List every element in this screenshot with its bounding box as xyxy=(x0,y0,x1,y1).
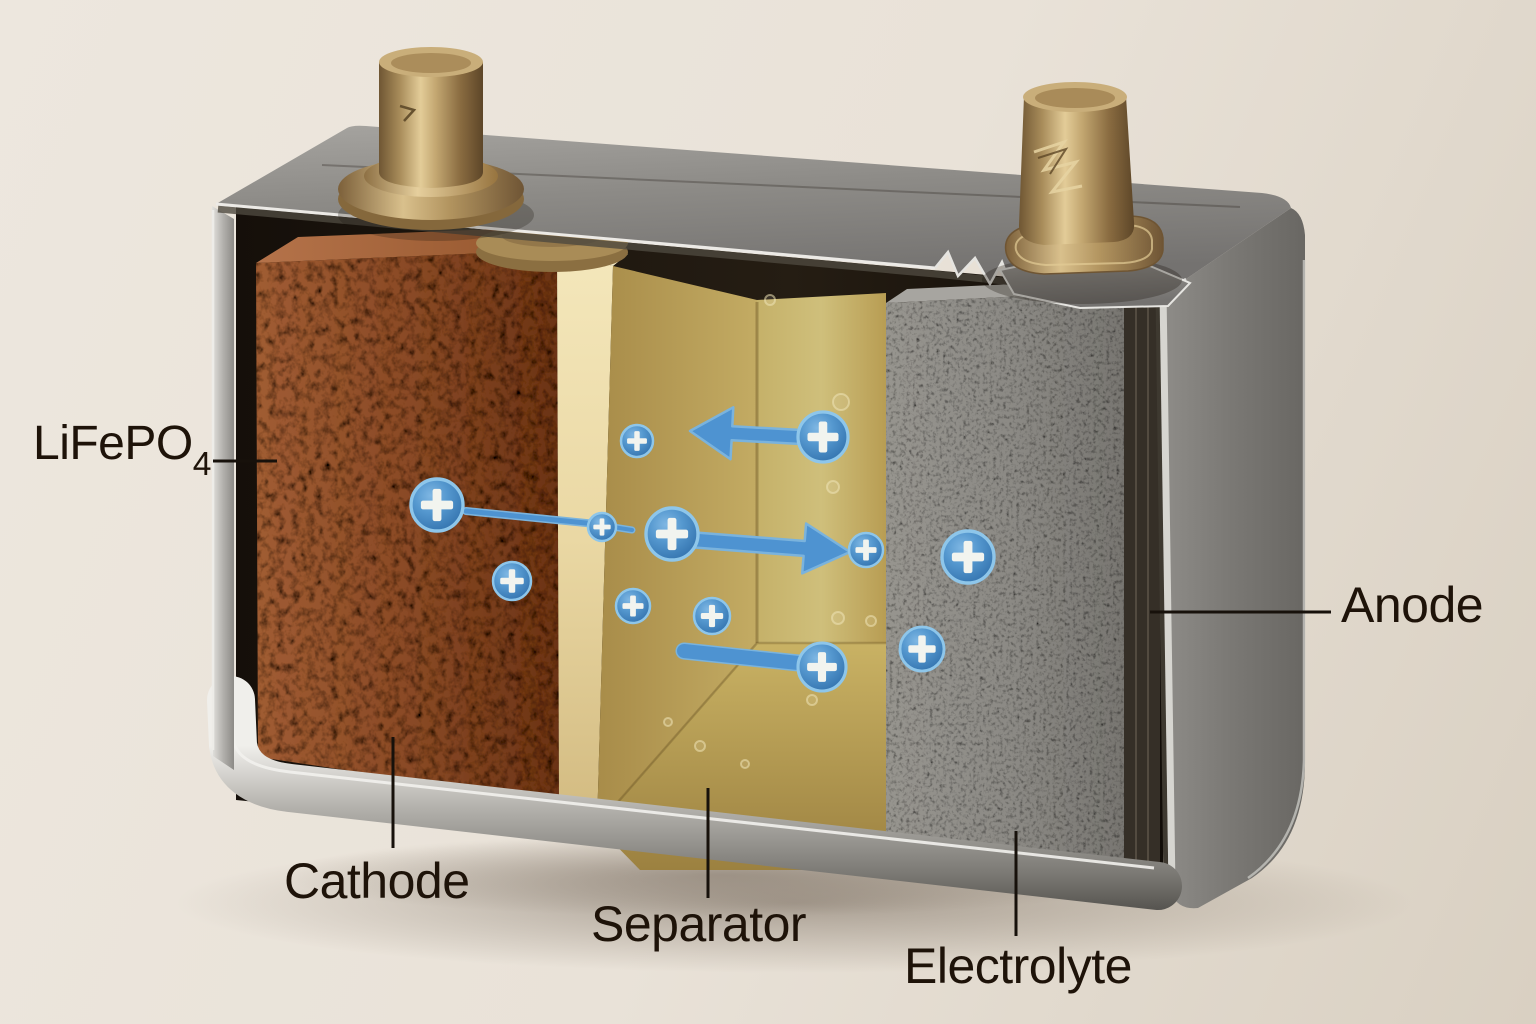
plus-icon xyxy=(508,569,516,593)
anode-layered-side xyxy=(1124,273,1160,897)
plus-icon xyxy=(634,431,640,451)
plus-icon xyxy=(863,539,869,561)
electrolyte-chamber xyxy=(596,266,886,870)
lithium-ion xyxy=(409,477,465,533)
positive-terminal xyxy=(982,82,1192,310)
lithium-ion xyxy=(898,625,946,673)
lithium-ions xyxy=(409,410,996,693)
ion-trail xyxy=(677,644,815,671)
anode-block xyxy=(886,273,1160,897)
lithium-ion xyxy=(796,641,848,693)
case-front-right-edge xyxy=(1155,291,1176,889)
terminal-torn-texture xyxy=(1033,139,1083,195)
negative-terminal xyxy=(338,47,534,241)
lithium-ion xyxy=(940,529,996,585)
label-lifepo4: LiFePO4 xyxy=(33,417,211,482)
plus-icon xyxy=(708,604,716,628)
ion-arrow xyxy=(693,522,852,575)
plus-icon xyxy=(599,518,605,536)
plus-icon xyxy=(963,540,973,574)
plus-icon xyxy=(818,421,828,453)
label-cathode: Cathode xyxy=(284,853,470,909)
separator-front-edge xyxy=(557,250,613,826)
plus-icon xyxy=(667,517,677,551)
case-left-wall xyxy=(211,206,234,770)
label-lifepo4-subscript: 4 xyxy=(192,445,212,483)
ion-trail xyxy=(463,508,599,527)
lithium-ion xyxy=(619,423,655,459)
plus-icon xyxy=(918,635,926,663)
cathode-front-face xyxy=(256,250,559,802)
lithium-ion xyxy=(586,511,618,543)
label-electrolyte: Electrolyte xyxy=(904,938,1132,994)
ion-flow-arrows xyxy=(462,406,852,673)
plus-icon xyxy=(630,595,636,617)
label-lifepo4-text: LiFePO xyxy=(33,417,193,470)
lithium-ion xyxy=(644,506,700,562)
lithium-ion xyxy=(692,596,732,636)
case-right-side xyxy=(1160,208,1306,909)
ion-arrow xyxy=(688,406,803,461)
electrolyte-droplets xyxy=(663,294,877,769)
lithium-ion xyxy=(614,587,652,625)
lithium-ion xyxy=(847,531,885,569)
label-anode: Anode xyxy=(1341,577,1484,633)
plus-icon xyxy=(817,652,827,682)
lithium-ion xyxy=(491,560,533,602)
terminal-scratch-mark xyxy=(399,104,417,122)
lithium-ion xyxy=(796,410,850,464)
plus-icon xyxy=(432,488,442,522)
leader-lines xyxy=(213,459,1331,936)
chamber-back-wall xyxy=(757,293,886,643)
label-separator: Separator xyxy=(591,896,807,952)
anode-front-face xyxy=(886,291,1124,897)
